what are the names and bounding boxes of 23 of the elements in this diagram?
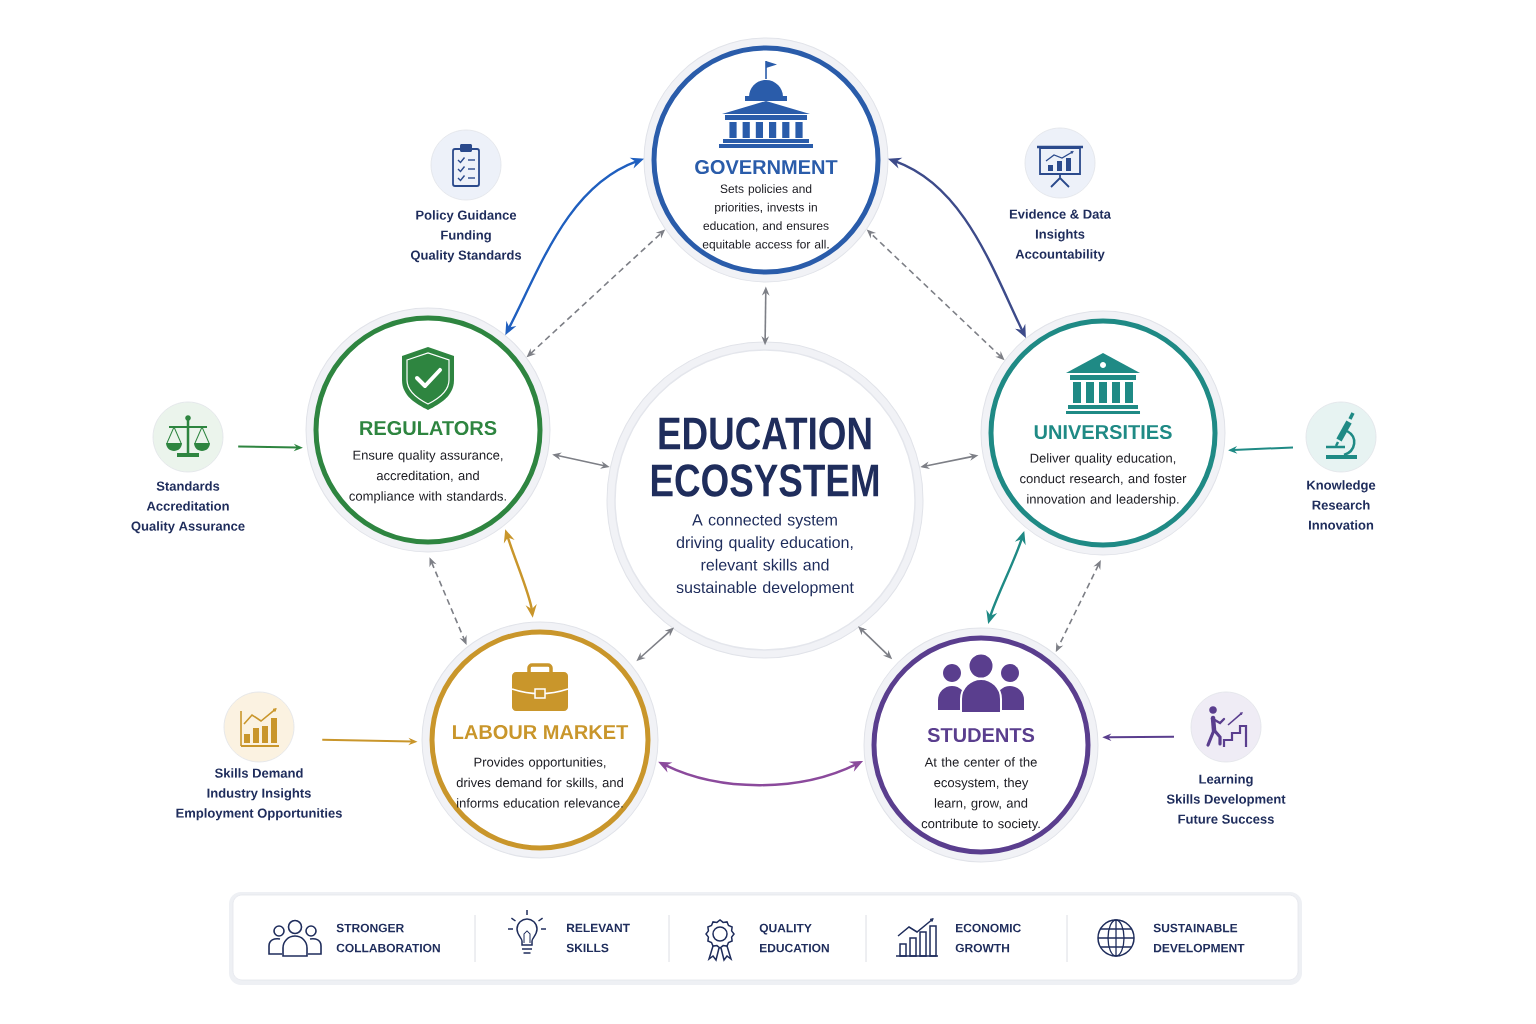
keyword-list: Skills Demand Industry Insights Employment Opportunities bbox=[176, 768, 342, 821]
circle-title: UNIVERSITIES bbox=[1034, 424, 1172, 440]
feature-label: ECONOMIC GROWTH bbox=[955, 923, 1021, 953]
feature-label: RELEVANT SKILLS bbox=[566, 923, 630, 953]
keyword-list: Evidence & Data Insights Accountability bbox=[1009, 209, 1111, 262]
circle-description: Ensure quality assurance, accreditation, and compliance with standards. bbox=[349, 450, 506, 504]
keyword-list: Knowledge Research Innovation bbox=[1307, 480, 1376, 530]
circle-description: Deliver quality education, conduct research, and foster innovation and leadership. bbox=[1020, 453, 1187, 507]
hub-title: EDUCATION ECOSYSTEM bbox=[651, 417, 879, 497]
feature-label: STRONGER COLLABORATION bbox=[336, 923, 440, 953]
keyword-list: Policy Guidance Funding Quality Standards bbox=[410, 210, 522, 263]
circle-title: LABOUR MARKET bbox=[453, 724, 629, 740]
circle-description: Provides opportunities, drives demand for skills, and informs education relevance. bbox=[456, 757, 623, 808]
circle-description: At the center of the ecosystem, they learn, grow, and contribute to society. bbox=[921, 757, 1040, 831]
feature-label: SUSTAINABLE DEVELOPMENT bbox=[1153, 923, 1245, 953]
keyword-list: Learning Skills Development Future Success bbox=[1166, 774, 1286, 824]
circle-title: GOVERNMENT bbox=[695, 159, 838, 175]
circle-title: STUDENTS bbox=[927, 727, 1035, 743]
circle-description: Sets policies and priorities, invests in education, and ensures equitable access for all. bbox=[702, 184, 829, 251]
keyword-list: Standards Accreditation Quality Assurance bbox=[131, 481, 245, 534]
circle-title: REGULATORS bbox=[360, 420, 497, 436]
hub-description: A connected system driving quality education, relevant skills and sustainable development bbox=[676, 513, 854, 597]
feature-label: QUALITY EDUCATION bbox=[759, 923, 829, 953]
